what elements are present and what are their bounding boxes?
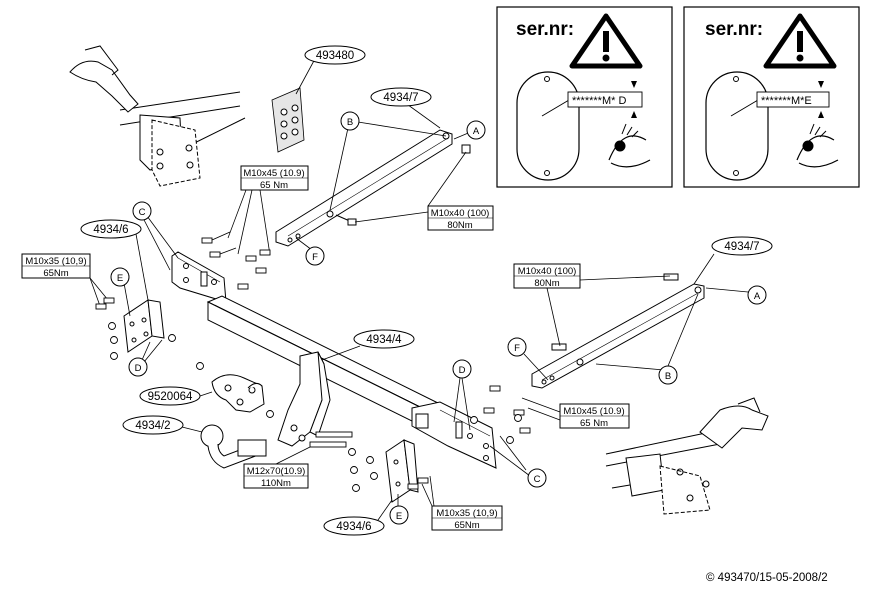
svg-text:F: F <box>514 343 520 354</box>
towball-neck <box>200 424 267 469</box>
part-label-493480: 493480 <box>304 45 366 65</box>
callout-c-left: C <box>132 201 152 221</box>
svg-text:9520064: 9520064 <box>148 391 193 403</box>
callout-d-left: D <box>128 357 148 377</box>
serial-panel-left-title: ser.nr: <box>516 19 574 40</box>
svg-text:A: A <box>473 126 480 137</box>
svg-text:4934/7: 4934/7 <box>383 92 418 104</box>
part-label-4934-6-left: 4934/6 <box>80 219 149 301</box>
side-arm-right <box>531 273 705 389</box>
part-label-4934-2: 4934/2 <box>122 415 203 435</box>
svg-text:B: B <box>347 117 353 128</box>
spec-box-m10x45-top: M10x45 (10.9) 65 Nm <box>227 165 309 256</box>
callout-c-bottom: C <box>527 468 547 488</box>
svg-text:E: E <box>117 273 123 284</box>
right-end-bracket <box>411 401 497 469</box>
hand-with-wrench-icon <box>69 60 139 113</box>
svg-text:4934/2: 4934/2 <box>135 420 170 432</box>
plate-outline <box>705 71 769 181</box>
svg-text:65Nm: 65Nm <box>454 520 479 531</box>
spec-box-m10x40-right: M10x40 (100) 80Nm <box>513 263 671 347</box>
ball-neck-mount <box>277 351 331 447</box>
svg-text:80Nm: 80Nm <box>447 220 472 231</box>
spec-box-m12x70: M12x70(10.9) 110Nm <box>243 443 317 489</box>
svg-text:4934/4: 4934/4 <box>366 334 402 346</box>
spec-box-m10x35-bottom: M10x35 (10,9) 65Nm <box>421 475 503 531</box>
svg-text:M10x45 (10.9): M10x45 (10.9) <box>563 406 624 417</box>
socket-plate <box>211 374 265 413</box>
callout-a-top: A <box>466 120 486 140</box>
part-label-9520064: 9520064 <box>139 386 213 406</box>
serial-panel-right: ser.nr: *******M*E <box>683 6 860 188</box>
warning-icon <box>763 13 837 69</box>
vehicle-detail-top-left <box>69 45 246 187</box>
svg-text:C: C <box>139 207 146 218</box>
leader-lines-right <box>523 287 749 381</box>
warning-icon <box>569 13 643 69</box>
callout-d-bottom: D <box>452 359 472 379</box>
callout-f-top: F <box>305 246 325 266</box>
svg-text:F: F <box>312 252 318 263</box>
side-arm-left <box>275 129 471 247</box>
svg-text:M10x45 (10.9): M10x45 (10.9) <box>243 168 304 179</box>
leader-lines-left <box>123 215 531 506</box>
callout-b-right: B <box>658 365 678 385</box>
svg-text:80Nm: 80Nm <box>534 278 559 289</box>
serial-panel-left: ser.nr: *******M* D <box>496 6 673 188</box>
spec-box-m10x40-top: M10x40 (100) 80Nm <box>354 151 494 231</box>
callout-a-right: A <box>747 285 767 305</box>
callout-e-left: E <box>110 267 130 287</box>
eye-icon <box>608 123 651 168</box>
svg-text:E: E <box>396 511 402 522</box>
plate-outline <box>516 71 580 181</box>
svg-text:4934/6: 4934/6 <box>93 224 128 236</box>
fasteners <box>95 231 531 492</box>
clamp-plate-bottom <box>385 439 419 503</box>
serial-code-right: *******M*E <box>761 95 812 107</box>
svg-text:65Nm: 65Nm <box>43 268 68 279</box>
svg-text:B: B <box>665 371 671 382</box>
eye-icon <box>796 123 839 168</box>
svg-text:M10x40 (100): M10x40 (100) <box>431 208 490 219</box>
left-end-bracket <box>171 251 227 303</box>
svg-text:4934/6: 4934/6 <box>336 521 371 533</box>
svg-text:110Nm: 110Nm <box>261 478 291 489</box>
hand-with-wrench-icon <box>699 405 769 449</box>
sticker-illustration <box>271 56 317 153</box>
svg-text:65 Nm: 65 Nm <box>260 180 288 191</box>
vehicle-detail-bottom-right <box>605 397 769 515</box>
svg-text:4934/7: 4934/7 <box>724 241 759 253</box>
svg-text:65 Nm: 65 Nm <box>580 418 608 429</box>
svg-text:A: A <box>754 291 761 302</box>
spec-box-m10x45-right: M10x45 (10.9) 65 Nm <box>521 397 630 429</box>
serial-code-left: *******M* D <box>572 95 626 107</box>
svg-text:M10x35 (10,9): M10x35 (10,9) <box>25 256 86 267</box>
svg-text:C: C <box>534 474 541 485</box>
part-label-4934-7-left: 4934/7 <box>370 87 441 129</box>
spec-box-m10x35-left: M10x35 (10,9) 65Nm <box>21 253 109 307</box>
leader-lines-top <box>295 121 474 251</box>
svg-text:D: D <box>459 365 466 376</box>
clamp-plate-left <box>123 299 165 353</box>
svg-text:M10x40 (100): M10x40 (100) <box>518 266 577 277</box>
svg-text:M10x35 (10,9): M10x35 (10,9) <box>436 508 497 519</box>
svg-text:D: D <box>135 363 142 374</box>
part-label-4934-4: 4934/4 <box>321 329 415 361</box>
svg-text:493480: 493480 <box>316 50 354 62</box>
svg-text:M12x70(10.9): M12x70(10.9) <box>247 466 306 477</box>
callout-f-right: F <box>507 337 527 357</box>
part-label-4934-7-right: 4934/7 <box>693 236 773 285</box>
footer-copyright: © 493470/15-05-2008/2 <box>706 572 828 584</box>
serial-panel-right-title: ser.nr: <box>705 19 763 40</box>
part-label-4934-6-bottom: 4934/6 <box>323 499 393 536</box>
callout-e-bottom: E <box>389 505 409 525</box>
callout-b-top: B <box>340 111 360 131</box>
